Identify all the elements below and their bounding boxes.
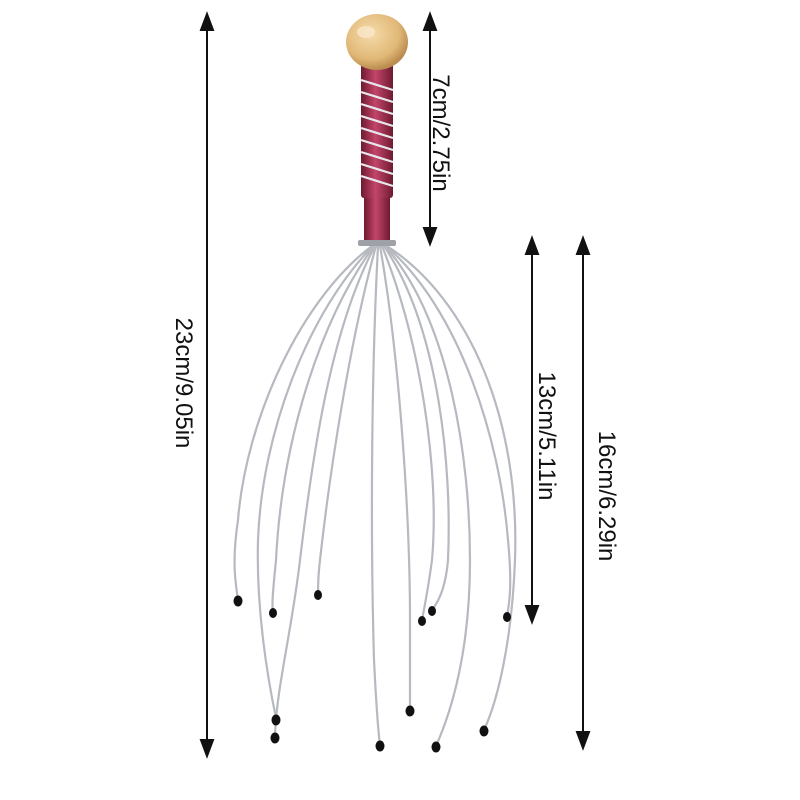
handle-collar (364, 196, 390, 244)
prong-tip (418, 616, 426, 626)
handle-spring (360, 78, 394, 188)
prong-length-label: 13cm/5.11in (533, 371, 560, 501)
prong-tips (233, 590, 511, 753)
total-length-label: 23cm/9.05in (170, 317, 197, 449)
arrow-prong-length (524, 235, 540, 625)
prong-1 (233, 244, 374, 602)
handle-shaft (361, 62, 393, 198)
wire-prongs (233, 244, 517, 748)
prong-9 (382, 244, 450, 612)
prong-tip (269, 608, 277, 618)
prong-tip (431, 741, 441, 753)
prong-tip (314, 590, 322, 600)
prong-6 (370, 244, 382, 747)
dimension-arrows (199, 11, 591, 759)
arrow-cage-length (575, 235, 591, 751)
prong-3 (271, 244, 376, 614)
prong-tip (233, 595, 243, 607)
arrow-total-length (199, 11, 215, 759)
prong-4 (273, 244, 377, 739)
prong-tip (271, 714, 281, 726)
handle-length-label: 7cm/2.75in (427, 74, 454, 192)
prong-tip (479, 725, 489, 737)
prong-12 (385, 244, 517, 732)
prong-11 (384, 244, 512, 618)
prong-tip (428, 606, 436, 616)
arrow-handle-length (422, 11, 438, 247)
prong-5 (316, 244, 378, 596)
handle (358, 62, 396, 246)
prong-7 (378, 244, 412, 712)
prong-tip (405, 705, 415, 717)
prong-8 (380, 244, 435, 622)
prong-tip (375, 740, 385, 752)
prong-tip (270, 732, 280, 744)
cage-length-label: 16cm/6.29in (593, 430, 620, 562)
wooden-knob (346, 14, 408, 70)
prong-tip (503, 612, 511, 622)
prong-10 (383, 244, 472, 748)
prong-2 (256, 244, 375, 720)
